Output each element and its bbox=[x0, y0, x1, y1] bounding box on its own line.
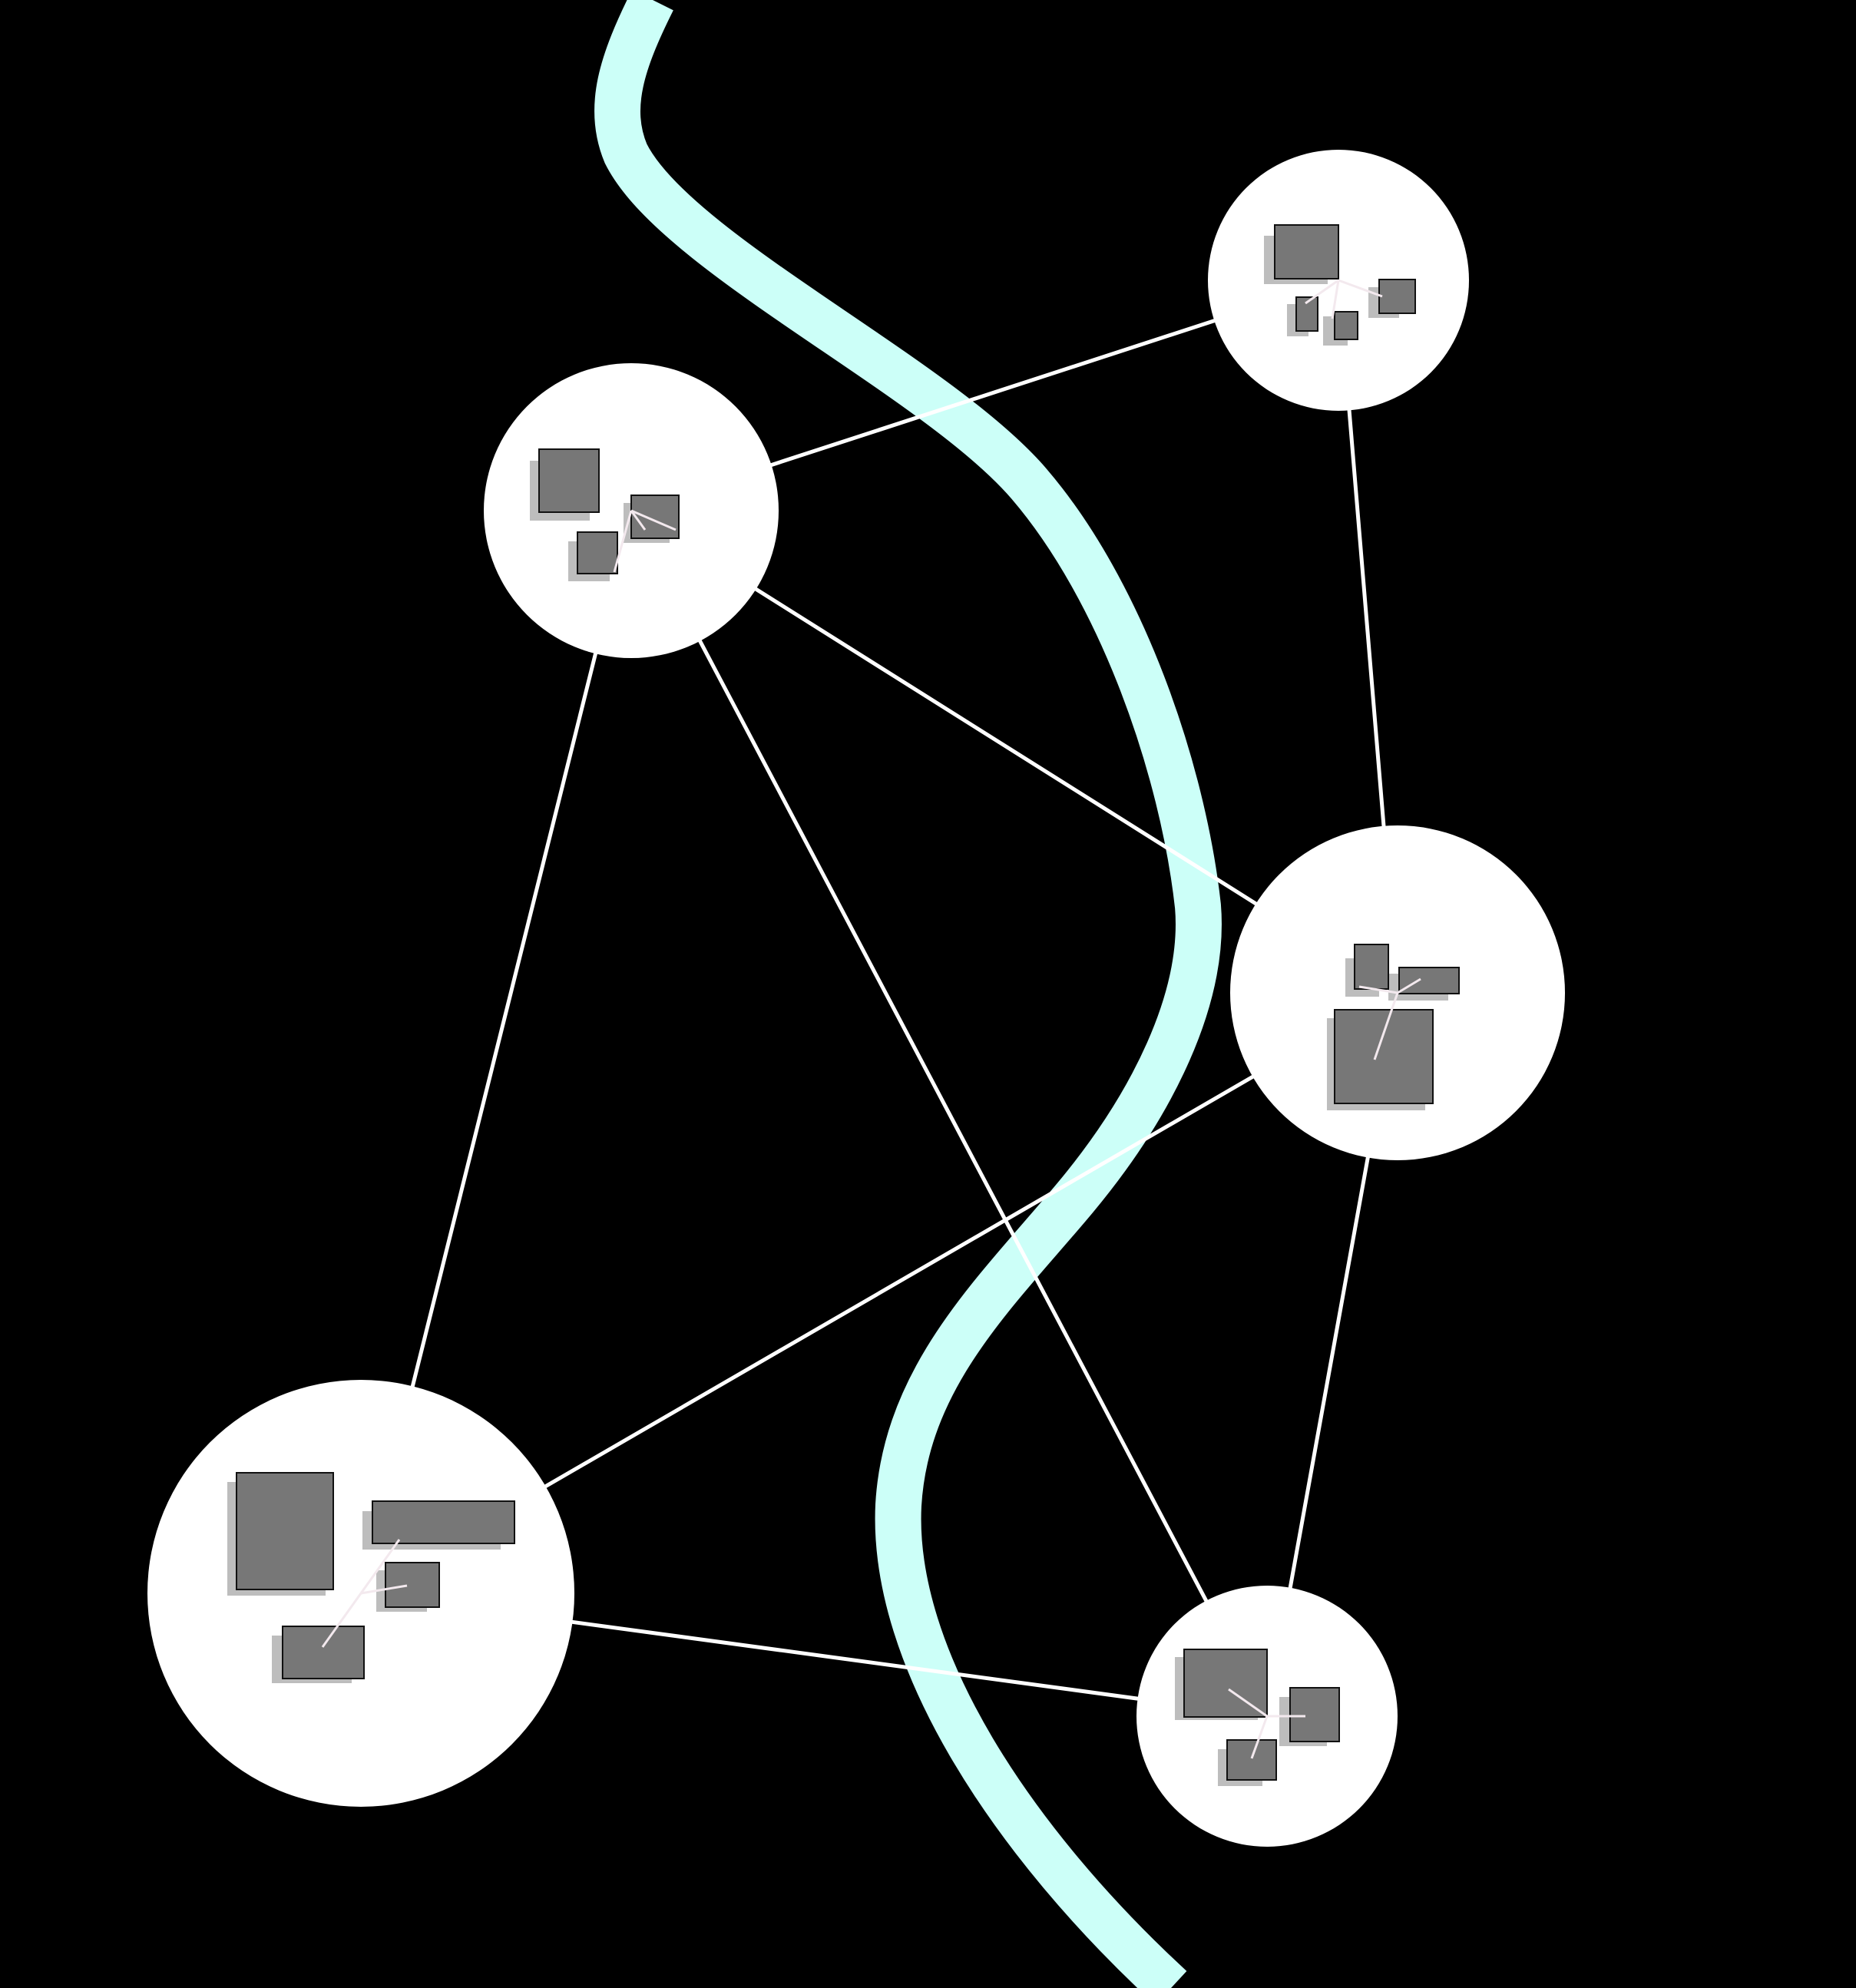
building bbox=[1398, 967, 1460, 994]
building bbox=[282, 1626, 365, 1679]
settlement-east[interactable] bbox=[1230, 825, 1565, 1160]
internal-paths bbox=[1228, 1688, 1305, 1759]
building bbox=[630, 495, 680, 539]
internal-paths bbox=[321, 1539, 408, 1648]
river bbox=[594, 0, 1222, 1988]
building bbox=[1226, 1739, 1277, 1781]
building bbox=[385, 1562, 440, 1608]
building bbox=[236, 1472, 334, 1590]
buildings bbox=[1274, 224, 1416, 340]
building bbox=[1334, 1009, 1434, 1104]
settlement-northeast[interactable] bbox=[1208, 150, 1469, 411]
building bbox=[372, 1500, 515, 1544]
building bbox=[1354, 944, 1389, 990]
buildings bbox=[1334, 944, 1460, 1104]
road bbox=[629, 509, 1269, 1718]
internal-paths bbox=[1305, 279, 1383, 319]
buildings bbox=[538, 448, 680, 574]
internal-paths bbox=[613, 509, 677, 573]
building bbox=[1289, 1687, 1340, 1742]
building bbox=[1274, 224, 1339, 280]
internal-paths bbox=[1358, 977, 1421, 1060]
building bbox=[1334, 311, 1358, 340]
building bbox=[538, 448, 600, 513]
building bbox=[1378, 279, 1416, 314]
buildings bbox=[236, 1472, 515, 1679]
settlement-southeast[interactable] bbox=[1136, 1586, 1398, 1847]
settlement-north[interactable] bbox=[484, 363, 779, 658]
settlement-southwest[interactable] bbox=[147, 1380, 574, 1807]
buildings bbox=[1183, 1649, 1340, 1781]
building bbox=[577, 531, 618, 574]
